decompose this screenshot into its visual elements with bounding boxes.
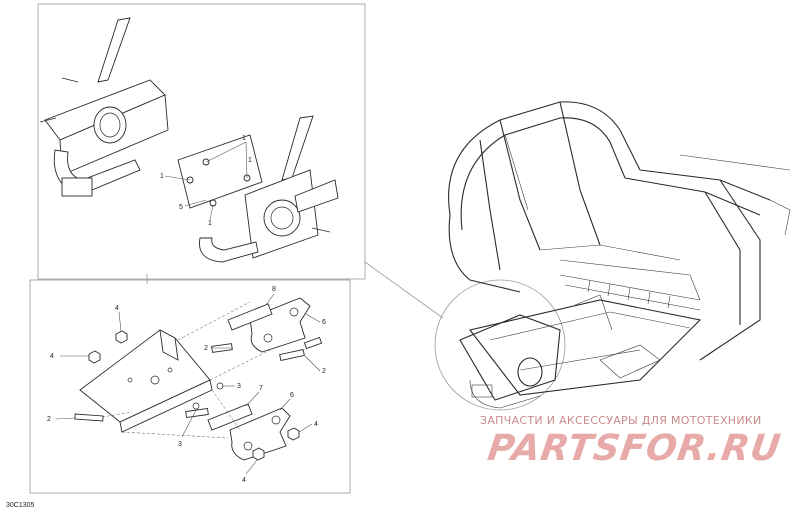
callout-bottom-2: 4 bbox=[50, 353, 54, 360]
callout-bottom-9: 3 bbox=[178, 441, 182, 448]
front-frame-assembly-right bbox=[177, 115, 339, 263]
callout-bottom-7: 2 bbox=[322, 368, 326, 375]
bottom-detail-panel bbox=[29, 279, 351, 494]
top-callout-leaders bbox=[164, 141, 248, 221]
callout-bottom-8: 2 bbox=[47, 416, 51, 423]
upper-bracket bbox=[227, 297, 311, 353]
alignment-dashes bbox=[101, 301, 271, 439]
callout-top-1: 1 bbox=[242, 135, 246, 142]
callout-bottom-4: 6 bbox=[322, 319, 326, 326]
callout-bottom-13: 4 bbox=[242, 477, 246, 484]
watermark-caption: ЗАПЧАСТИ И АКСЕССУАРЫ ДЛЯ МОТОТЕХНИКИ bbox=[480, 414, 762, 427]
vehicle-frame-illustration bbox=[448, 101, 791, 409]
magnifier-connector-line bbox=[364, 261, 444, 319]
callout-bottom-10: 7 bbox=[259, 385, 263, 392]
callout-top-4: 5 bbox=[179, 204, 183, 211]
callout-bottom-6: 3 bbox=[237, 383, 241, 390]
callout-top-3: 1 bbox=[160, 173, 164, 180]
top-detail-panel bbox=[37, 3, 366, 280]
callout-bottom-12: 4 bbox=[314, 421, 318, 428]
magnifier-circle bbox=[434, 279, 566, 411]
bottom-callout-leaders bbox=[55, 293, 321, 475]
callout-top-2: 1 bbox=[248, 157, 252, 164]
callout-top-5: 1 bbox=[208, 220, 212, 227]
callout-bottom-1: 4 bbox=[115, 305, 119, 312]
lower-bracket bbox=[207, 403, 291, 461]
callout-bottom-3: 8 bbox=[272, 286, 276, 293]
callout-bottom-5: 2 bbox=[204, 345, 208, 352]
callout-bottom-11: 6 bbox=[290, 392, 294, 399]
bottom-fasteners bbox=[74, 330, 323, 461]
diagram-reference-code: 30C1305 bbox=[6, 502, 35, 509]
front-frame-assembly-left bbox=[39, 17, 169, 197]
watermark-logo: PARTSFOR.RU bbox=[485, 428, 784, 469]
